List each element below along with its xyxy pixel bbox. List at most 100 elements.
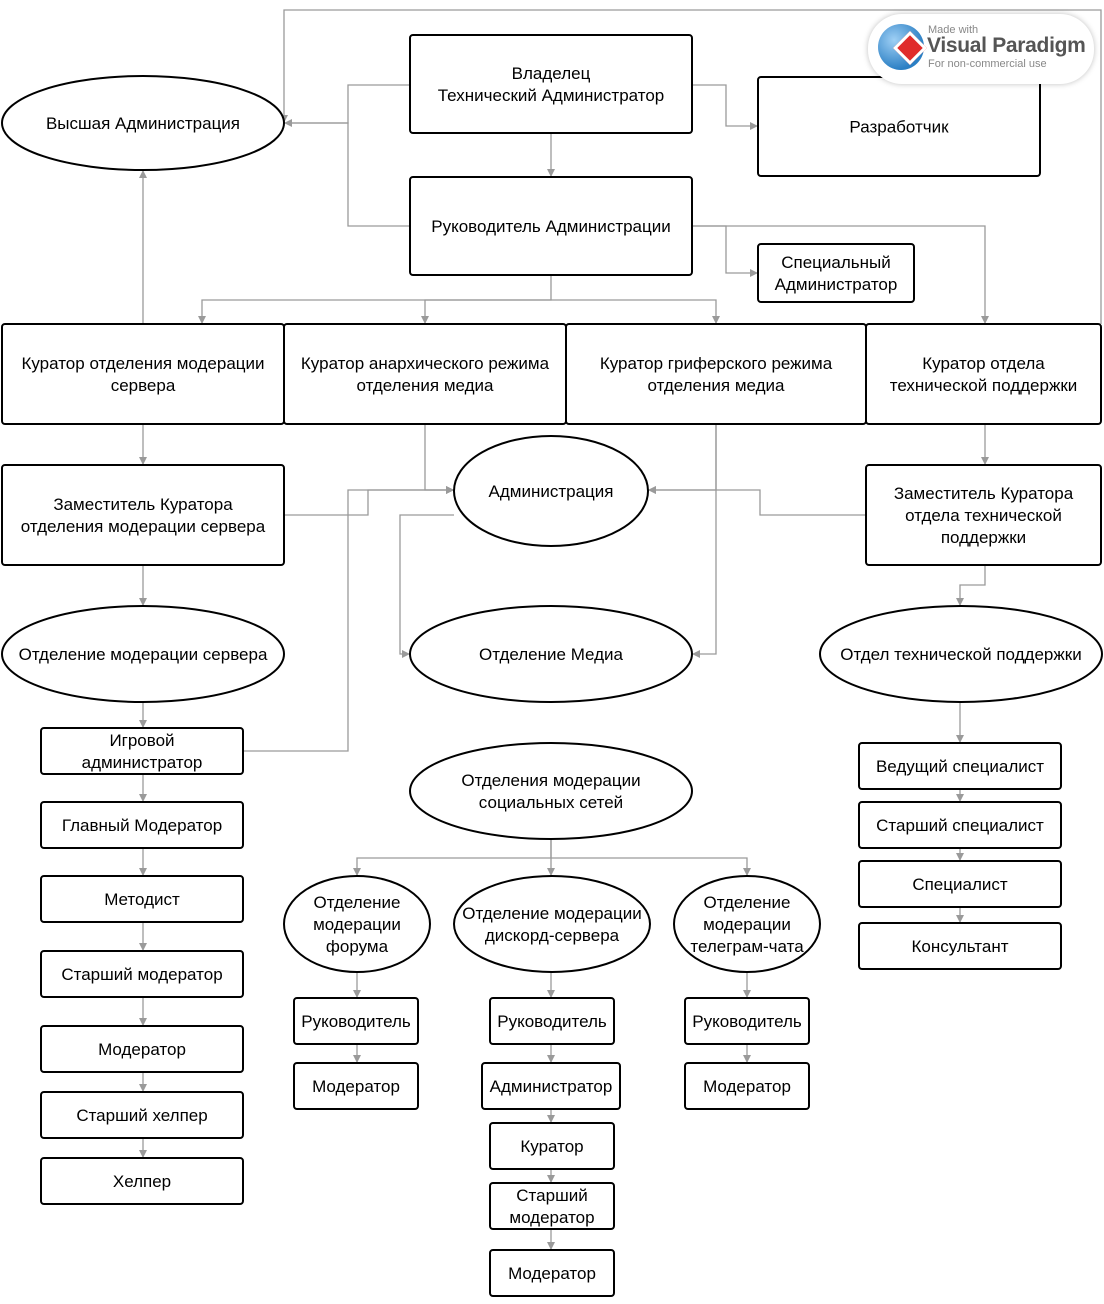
node-head-admin: Руководитель Администрации <box>409 176 693 276</box>
node-dept-support: Отдел технической поддержки <box>819 605 1103 703</box>
edge-connector <box>551 857 748 876</box>
node-shape <box>453 875 651 973</box>
node-discord-lead: Руководитель <box>489 997 615 1045</box>
node-label: Отделение модерации сервера <box>19 645 268 664</box>
node-high-admin: Высшая Администрация <box>1 75 285 171</box>
arrowhead <box>692 650 700 658</box>
node-shape <box>40 950 244 998</box>
node-label: Отдел технической поддержки <box>840 645 1081 664</box>
node-label: Модератор <box>703 1077 791 1096</box>
arrowhead <box>353 990 361 998</box>
watermark-brand: Visual Paradigm <box>927 34 1086 57</box>
node-label: Руководитель <box>301 1012 411 1031</box>
watermark-subtitle: For non-commercial use <box>928 58 1047 70</box>
arrowhead <box>198 316 206 324</box>
node-shape <box>1 605 285 703</box>
arrowhead <box>956 794 964 802</box>
node-forum-mod: Модератор <box>293 1062 419 1110</box>
arrowhead <box>139 457 147 465</box>
arrowhead <box>750 269 758 277</box>
node-shape <box>858 801 1062 849</box>
node-methodist: Методист <box>40 875 244 923</box>
node-discord-admin: Администратор <box>481 1062 621 1110</box>
node-shape <box>1 75 285 171</box>
node-label: Хелпер <box>113 1172 171 1191</box>
node-label: Заместитель Куратора <box>53 495 233 514</box>
node-shape <box>409 742 693 840</box>
node-label: Отделение <box>314 893 401 912</box>
node-dept-server: Отделение модерации сервера <box>1 605 285 703</box>
node-label: дискорд-сервера <box>485 926 620 945</box>
node-senior-mod-l: Старший модератор <box>40 950 244 998</box>
node-label: Технический Администратор <box>438 86 665 105</box>
arrowhead <box>743 1055 751 1063</box>
node-label: Старший модератор <box>61 965 222 984</box>
node-shape <box>1 464 285 566</box>
arrowhead <box>421 316 429 324</box>
edge-connector <box>243 489 454 752</box>
edge-connector <box>648 424 717 491</box>
edge-connector <box>551 299 717 324</box>
node-shape <box>409 34 693 134</box>
node-label: Игровой <box>109 731 174 750</box>
node-shape <box>40 875 244 923</box>
node-shape <box>489 1249 615 1297</box>
arrowhead <box>139 1084 147 1092</box>
node-shape <box>1 323 285 425</box>
node-shape <box>858 860 1062 908</box>
node-label: Куратор анархического режима <box>301 354 550 373</box>
node-shape <box>409 605 693 703</box>
arrowhead <box>353 1055 361 1063</box>
node-shape <box>489 1182 615 1230</box>
node-shape <box>819 605 1103 703</box>
node-label: отдела технической <box>905 506 1062 525</box>
node-label: Специальный <box>781 253 891 272</box>
node-label: отделения медиа <box>648 376 785 395</box>
node-shape <box>283 323 567 425</box>
arrowhead <box>547 1242 555 1250</box>
node-deputy-server: Заместитель Куратора отделения модерации … <box>1 464 285 566</box>
edge-connector <box>290 122 410 227</box>
arrowhead <box>139 943 147 951</box>
node-label: Консультант <box>911 937 1008 956</box>
node-label: модерации <box>703 915 791 934</box>
node-developer: Разработчик <box>757 76 1041 177</box>
edge-connector <box>424 299 551 324</box>
node-label: Разработчик <box>849 118 949 137</box>
node-curator-anarchy: Куратор анархического режима отделения ме… <box>283 323 567 425</box>
node-label: Отделение модерации <box>462 904 641 923</box>
node-label: Администрация <box>489 482 614 501</box>
node-label: отделения модерации сервера <box>21 517 266 536</box>
arrowhead <box>712 316 720 324</box>
node-shape <box>409 176 693 276</box>
node-shape <box>481 1062 621 1110</box>
node-label: форума <box>326 937 389 956</box>
node-label: Администратор <box>775 275 898 294</box>
node-label: сервера <box>111 376 176 395</box>
node-senior-spec: Старший специалист <box>858 801 1062 849</box>
edge-connector <box>959 565 986 606</box>
node-label: Методист <box>104 890 180 909</box>
node-label: Руководитель <box>497 1012 607 1031</box>
node-label: Отделение Медиа <box>479 645 624 664</box>
node-dept-media: Отделение Медиа <box>409 605 693 703</box>
arrowhead <box>547 1175 555 1183</box>
node-shape <box>684 1062 810 1110</box>
arrowhead <box>139 868 147 876</box>
node-label: модератор <box>509 1208 594 1227</box>
node-label: Ведущий специалист <box>876 757 1044 776</box>
node-forum-lead: Руководитель <box>293 997 419 1045</box>
node-label: поддержки <box>941 528 1026 547</box>
node-shape <box>453 435 649 547</box>
node-label: отделения медиа <box>357 376 494 395</box>
arrowhead <box>981 316 989 324</box>
node-tg-lead: Руководитель <box>684 997 810 1045</box>
node-label: социальных сетей <box>479 793 623 812</box>
